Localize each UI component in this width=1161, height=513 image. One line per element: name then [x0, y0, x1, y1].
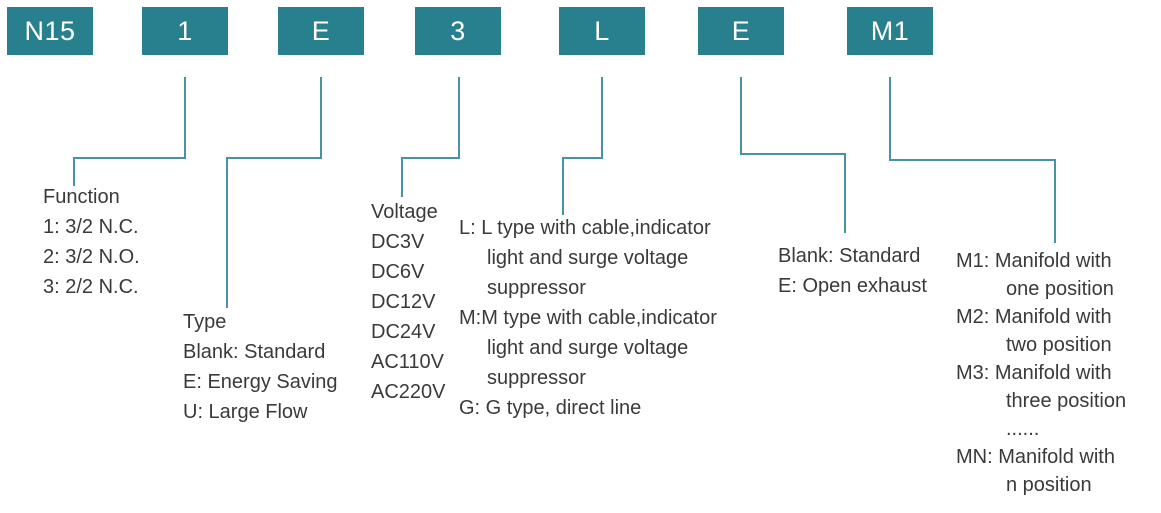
wiring-type-legend: L: L type with cable,indicator light and…: [459, 213, 717, 423]
type-legend: Type Blank: Standard E: Energy Saving U:…: [183, 307, 338, 427]
legend-title: Voltage: [371, 201, 438, 223]
code-box-label: L: [594, 15, 610, 46]
legend-line: E: Energy Saving: [183, 371, 338, 393]
legend-line: AC110V: [371, 351, 445, 373]
legend-line: 2: 3/2 N.O.: [43, 246, 140, 268]
code-box-wiring: L: [559, 7, 645, 55]
legend-line: M:M type with cable,indicator: [459, 307, 717, 329]
legend-line: DC24V: [371, 321, 436, 343]
legend-line: M1: Manifold with: [956, 250, 1112, 272]
connector-wiring: [562, 77, 603, 215]
function-legend: Function 1: 3/2 N.C. 2: 3/2 N.O. 3: 2/2 …: [43, 182, 140, 302]
legend-line: DC3V: [371, 231, 425, 253]
legend-line: 3: 2/2 N.C.: [43, 276, 139, 298]
connector-voltage: [401, 77, 460, 197]
legend-line: E: Open exhaust: [778, 275, 927, 297]
code-box-label: 1: [177, 15, 193, 46]
connector-type: [226, 77, 322, 308]
legend-line: DC12V: [371, 291, 436, 313]
code-box-label: 3: [450, 15, 466, 46]
legend-line: suppressor: [487, 277, 586, 299]
legend-title: Function: [43, 186, 120, 208]
connector-exhaust: [740, 77, 846, 233]
legend-line: three position: [1006, 390, 1127, 412]
code-box-manifold: M1: [847, 7, 933, 55]
code-box-voltage: 3: [415, 7, 501, 55]
legend-line: MN: Manifold with: [956, 446, 1115, 468]
legend-line: Blank: Standard: [183, 341, 326, 363]
connector-manifold: [889, 77, 1056, 243]
legend-line: G: G type, direct line: [459, 397, 642, 419]
legend-line: L: L type with cable,indicator: [459, 217, 711, 239]
legend-line: Blank: Standard: [778, 245, 921, 267]
legend-line: M3: Manifold with: [956, 362, 1112, 384]
legend-line: two position: [1006, 334, 1112, 356]
legend-line: suppressor: [487, 367, 586, 389]
legend-title: Type: [183, 311, 227, 333]
code-box-exhaust: E: [698, 7, 784, 55]
manifold-legend: M1: Manifold with one position M2: Manif…: [956, 247, 1126, 499]
legend-line: light and surge voltage: [487, 247, 689, 269]
code-box-label: N15: [24, 15, 76, 46]
exhaust-legend: Blank: Standard E: Open exhaust: [778, 241, 927, 301]
code-box-label: E: [731, 15, 751, 46]
voltage-legend: Voltage DC3V DC6V DC12V DC24V AC110V AC2…: [371, 197, 446, 407]
code-box-label: E: [311, 15, 331, 46]
code-box-label: M1: [870, 15, 910, 46]
connector-function: [73, 77, 186, 186]
legend-line: 1: 3/2 N.C.: [43, 216, 139, 238]
legend-line: AC220V: [371, 381, 446, 403]
legend-line: DC6V: [371, 261, 425, 283]
legend-line: n position: [1006, 474, 1092, 496]
code-box-function: 1: [142, 7, 228, 55]
legend-line: one position: [1006, 278, 1114, 300]
legend-line: ......: [1006, 418, 1040, 440]
code-box-type: E: [278, 7, 364, 55]
legend-line: U: Large Flow: [183, 401, 308, 423]
code-box-series: N15: [7, 7, 93, 55]
legend-line: light and surge voltage: [487, 337, 689, 359]
legend-line: M2: Manifold with: [956, 306, 1112, 328]
